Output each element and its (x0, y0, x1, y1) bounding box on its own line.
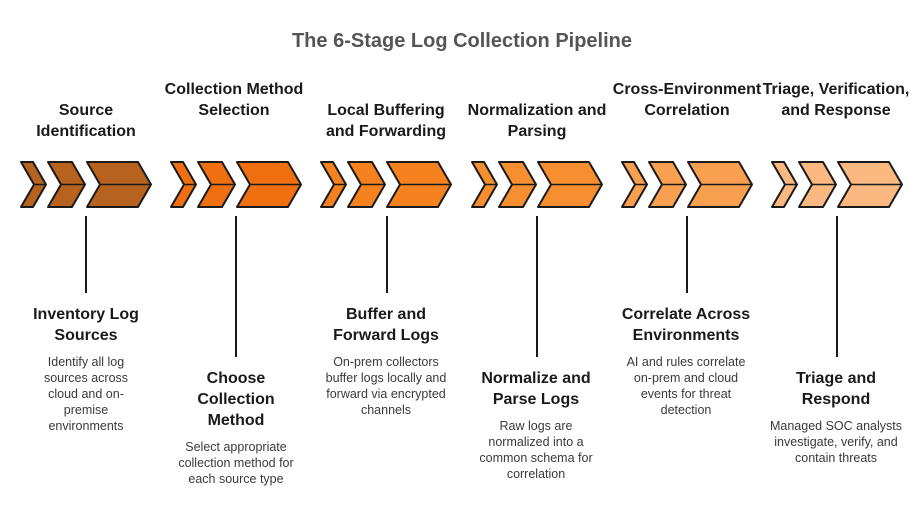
connector-line (386, 216, 388, 293)
stage-chevron-group (471, 161, 603, 208)
card-title: Normalize and Parse Logs (481, 370, 591, 408)
connector-line (85, 216, 87, 293)
stage-heading: Normalization and Parsing (467, 102, 607, 140)
card-title: Inventory Log Sources (33, 306, 139, 344)
stage-chevron-group (771, 161, 903, 208)
connector-line (686, 216, 688, 293)
stage-chevron-group (20, 161, 152, 208)
card-description: Identify all log sources across cloud an… (43, 355, 129, 433)
stage-heading: Collection Method Selection (164, 81, 304, 119)
connector-line (836, 216, 838, 357)
card-description: AI and rules correlate on-prem and cloud… (626, 355, 746, 417)
connector-line (536, 216, 538, 357)
stage-card: Buffer and Forward Logs On-prem collecto… (311, 304, 461, 418)
connector-line (235, 216, 237, 357)
stage-card: Choose Collection Method Select appropri… (161, 368, 311, 487)
card-description: On-prem collectors buffer logs locally a… (325, 355, 447, 417)
stage-card: Triage and Respond Managed SOC analysts … (761, 368, 911, 466)
card-description: Select appropriate collection method for… (178, 440, 294, 486)
card-title: Correlate Across Environments (621, 306, 751, 344)
stage-heading: Local Buffering and Forwarding (326, 102, 446, 140)
card-title: Buffer and Forward Logs (333, 306, 439, 344)
stage-chevron-group (320, 161, 452, 208)
stage-chevron-group (170, 161, 302, 208)
stage-heading: Source Identification (36, 102, 136, 140)
card-description: Managed SOC analysts investigate, verify… (769, 419, 902, 465)
stage-card: Inventory Log Sources Identify all log s… (11, 304, 161, 434)
diagram-title: The 6-Stage Log Collection Pipeline (291, 30, 633, 52)
card-title: Choose Collection Method (197, 370, 275, 429)
card-title: Triage and Respond (795, 370, 877, 408)
stage-card: Correlate Across Environments AI and rul… (611, 304, 761, 418)
stage-chevron-group (621, 161, 753, 208)
card-description: Raw logs are normalized into a common sc… (479, 419, 593, 481)
stage-heading: Cross-Environment Correlation (612, 81, 762, 119)
stage-card: Normalize and Parse Logs Raw logs are no… (461, 368, 611, 482)
stage-heading: Triage, Verification, and Response (762, 81, 910, 119)
